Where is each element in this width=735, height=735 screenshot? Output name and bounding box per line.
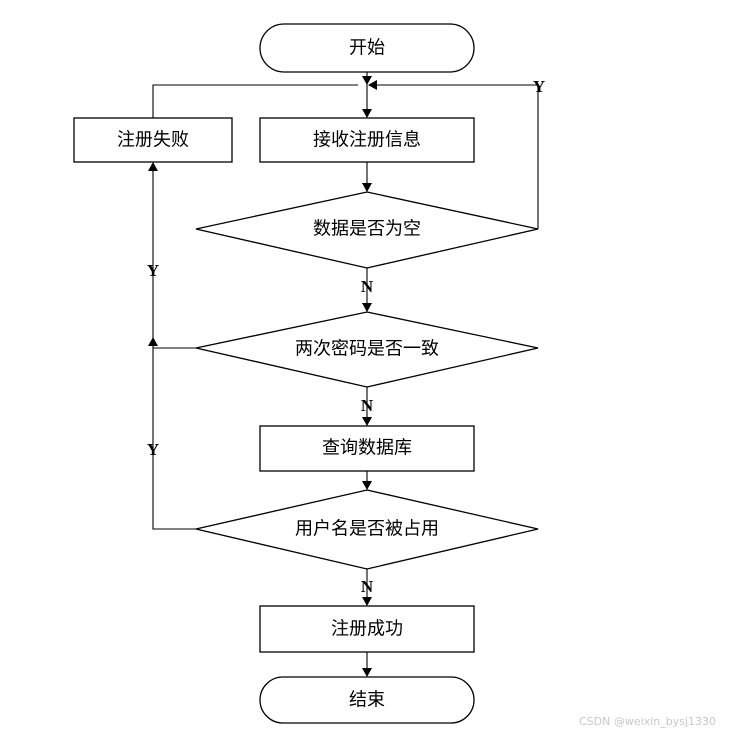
- edge-labels: Y Y Y N N N: [147, 77, 545, 596]
- arrow-into-success: [362, 597, 372, 606]
- end-label: 结束: [349, 690, 385, 711]
- edge-fail-to-merge: [152, 84, 358, 118]
- query-db-label: 查询数据库: [322, 438, 412, 459]
- arrow-into-pwd-match: [362, 303, 372, 312]
- name-taken-decision: 用户名是否被占用: [195, 489, 539, 570]
- yes-label-pwd-match: Y: [147, 261, 159, 280]
- receive-info-label: 接收注册信息: [313, 130, 421, 151]
- connectors: [152, 72, 539, 668]
- arrowheads: [148, 76, 377, 677]
- name-taken-label: 用户名是否被占用: [295, 519, 439, 540]
- yes-label-name-taken: Y: [147, 440, 159, 459]
- arrow-into-name-taken: [362, 481, 372, 490]
- arrow-into-receive: [362, 109, 372, 118]
- pwd-match-decision: 两次密码是否一致: [195, 311, 539, 388]
- arrow-into-merge-right: [368, 80, 377, 90]
- start-label: 开始: [349, 38, 385, 59]
- start-node: 开始: [259, 23, 475, 73]
- fail-node: 注册失败: [73, 117, 233, 163]
- arrow-into-end: [362, 668, 372, 677]
- success-node: 注册成功: [259, 605, 475, 653]
- is-empty-label: 数据是否为空: [313, 219, 421, 240]
- no-label-name-taken: N: [361, 577, 374, 596]
- edge-is-empty-yes-loop: [376, 84, 539, 229]
- end-node: 结束: [259, 676, 475, 724]
- arrow-into-fail: [148, 162, 158, 171]
- watermark: CSDN @weixin_bysj1330: [579, 715, 716, 728]
- arrow-into-query-db: [362, 417, 372, 426]
- success-label: 注册成功: [331, 619, 403, 640]
- pwd-match-label: 两次密码是否一致: [295, 339, 439, 360]
- is-empty-decision: 数据是否为空: [195, 191, 539, 269]
- no-label-is-empty: N: [361, 277, 374, 296]
- arrow-into-is-empty: [362, 183, 372, 192]
- receive-info-node: 接收注册信息: [259, 117, 475, 163]
- yes-label-is-empty: Y: [533, 77, 545, 96]
- arrow-into-merge-top: [362, 76, 372, 85]
- query-db-node: 查询数据库: [259, 425, 475, 472]
- no-label-pwd-match: N: [361, 396, 374, 415]
- arrow-left-rail-up: [148, 337, 158, 346]
- edge-name-taken-yes: [152, 348, 196, 530]
- fail-label: 注册失败: [117, 130, 189, 151]
